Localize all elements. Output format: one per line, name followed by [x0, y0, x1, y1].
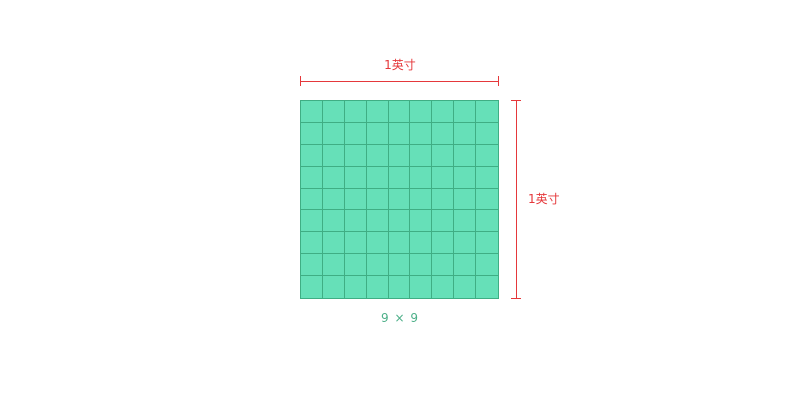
grid-cell [322, 122, 345, 145]
grid-cell [476, 276, 498, 298]
grid-cell [454, 276, 477, 298]
grid-cell [388, 188, 411, 211]
width-dimension-bar [300, 81, 499, 82]
grid-cell [301, 188, 323, 211]
grid-cell [366, 276, 389, 298]
grid-cell [476, 188, 498, 211]
grid-cell [410, 232, 433, 255]
grid-cell [322, 254, 345, 277]
height-label: 1英寸 [528, 192, 560, 206]
grid-cell [432, 254, 455, 277]
grid-cell [410, 144, 433, 167]
grid-cell [388, 144, 411, 167]
grid-cell [301, 210, 323, 233]
grid-cell [476, 166, 498, 189]
grid-cell [454, 232, 477, 255]
grid-cell [454, 122, 477, 145]
grid-cell [366, 101, 389, 123]
grid-cell [388, 101, 411, 123]
grid-cell [344, 210, 367, 233]
grid-cell [366, 166, 389, 189]
grid-cell [432, 210, 455, 233]
height-dimension-line [511, 100, 521, 299]
grid-cell [454, 166, 477, 189]
width-dimension-line [300, 76, 499, 86]
grid-cell [410, 122, 433, 145]
grid-cell [432, 188, 455, 211]
grid-cell [432, 101, 455, 123]
grid-cell [344, 276, 367, 298]
grid-cell [301, 166, 323, 189]
grid-cell [476, 210, 498, 233]
grid-cell [476, 101, 498, 123]
grid-cell [366, 122, 389, 145]
grid-cell [322, 144, 345, 167]
pixel-grid [300, 100, 499, 299]
width-dimension-left-tick [300, 76, 301, 86]
grid-cell [388, 232, 411, 255]
grid-cell [301, 122, 323, 145]
grid-cell [344, 144, 367, 167]
height-dimension-bottom-tick [511, 298, 521, 299]
grid-cell [410, 188, 433, 211]
grid-cell [388, 254, 411, 277]
grid-cell [322, 166, 345, 189]
grid-cell [454, 188, 477, 211]
grid-cell [476, 122, 498, 145]
height-dimension-top-tick [511, 100, 521, 101]
grid-cell [366, 188, 389, 211]
grid-cell [366, 254, 389, 277]
grid-cell [344, 232, 367, 255]
grid-caption: 9 × 9 [381, 311, 419, 325]
grid-cell [366, 210, 389, 233]
grid-cell [322, 232, 345, 255]
grid-cell [432, 122, 455, 145]
grid-cell [388, 122, 411, 145]
grid-cell [344, 254, 367, 277]
grid-cell [301, 276, 323, 298]
grid-cell [301, 254, 323, 277]
grid-cell [388, 166, 411, 189]
grid-cell [388, 210, 411, 233]
grid-cell [432, 144, 455, 167]
grid-cell [410, 254, 433, 277]
grid-cell [410, 210, 433, 233]
grid-cell [322, 276, 345, 298]
grid-cell [366, 232, 389, 255]
grid-cell [410, 166, 433, 189]
grid-cell [454, 254, 477, 277]
width-dimension-right-tick [498, 76, 499, 86]
grid-cell [344, 166, 367, 189]
grid-cell [432, 276, 455, 298]
grid-cell [476, 254, 498, 277]
grid-cell [301, 144, 323, 167]
grid-cell [476, 232, 498, 255]
grid-cell [344, 188, 367, 211]
height-dimension-bar [516, 100, 517, 299]
grid-cell [454, 101, 477, 123]
grid-cell [410, 101, 433, 123]
grid-cell [388, 276, 411, 298]
grid-cell [322, 188, 345, 211]
grid-cell [410, 276, 433, 298]
width-label: 1英寸 [384, 58, 416, 72]
grid-cell [432, 232, 455, 255]
grid-cell [301, 232, 323, 255]
grid-cell [454, 144, 477, 167]
grid-cell [454, 210, 477, 233]
grid-cell [432, 166, 455, 189]
grid-cell [322, 101, 345, 123]
grid-cell [344, 101, 367, 123]
grid-cell [366, 144, 389, 167]
grid-cell [344, 122, 367, 145]
grid-cell [301, 101, 323, 123]
grid-cell [476, 144, 498, 167]
grid-cell [322, 210, 345, 233]
